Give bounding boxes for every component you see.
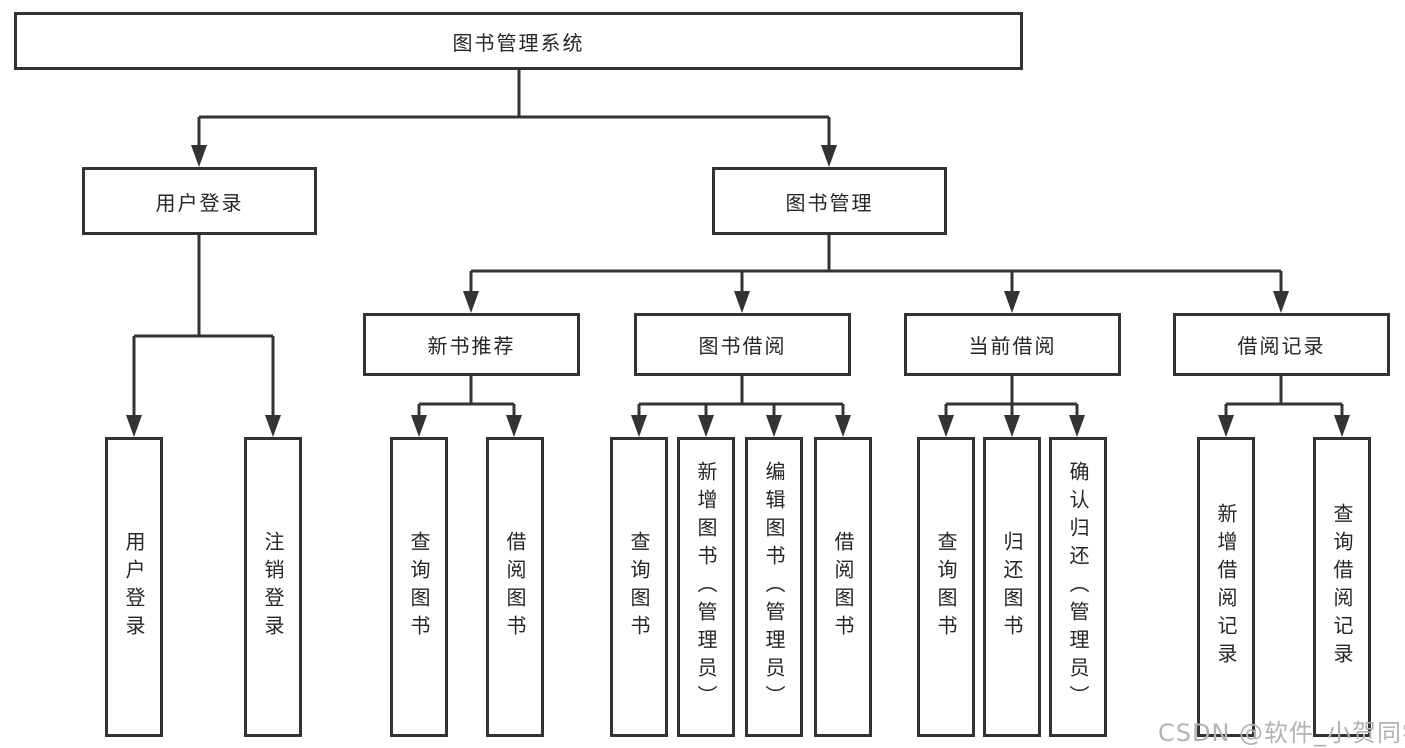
node-label: 借阅图书 [503, 531, 527, 643]
node-add-book-admin: 新增图书（管理员） [677, 437, 735, 737]
node-library-system: 图书管理系统 [14, 12, 1023, 70]
connector-segments [132, 70, 1344, 417]
node-book-borrow: 图书借阅 [634, 313, 851, 376]
node-label: 归还图书 [1000, 531, 1024, 643]
arrowheads [126, 145, 1350, 437]
node-edit-book-admin: 编辑图书（管理员） [745, 437, 803, 737]
node-borrow-books-leaf: 借阅图书 [814, 437, 872, 737]
node-label: 新增图书（管理员） [694, 461, 718, 713]
node-user-login-leaf: 用户登录 [105, 437, 163, 737]
node-borrow-books-recommend: 借阅图书 [486, 437, 544, 737]
node-label: 借阅记录 [1237, 334, 1326, 358]
node-label: 新增借阅记录 [1214, 503, 1238, 671]
node-label: 图书管理系统 [452, 30, 585, 55]
node-label: 用户登录 [155, 190, 244, 215]
node-query-borrow-record: 查询借阅记录 [1313, 437, 1371, 737]
node-label: 图书管理 [785, 190, 874, 215]
node-label: 查询图书 [407, 531, 431, 643]
node-logout-leaf: 注销登录 [244, 437, 302, 737]
node-user-login: 用户登录 [82, 167, 317, 235]
node-query-books-current: 查询图书 [917, 437, 975, 737]
node-label: 借阅图书 [831, 531, 855, 643]
node-add-borrow-record: 新增借阅记录 [1197, 437, 1255, 737]
node-return-book: 归还图书 [983, 437, 1041, 737]
node-label: 注销登录 [261, 531, 285, 643]
node-label: 用户登录 [122, 531, 146, 643]
node-label: 查询图书 [934, 531, 958, 643]
node-current-borrow: 当前借阅 [904, 313, 1121, 376]
node-label: 图书借阅 [698, 334, 787, 358]
node-confirm-return-admin: 确认归还（管理员） [1049, 437, 1107, 737]
node-label: 确认归还（管理员） [1066, 461, 1090, 713]
node-borrow-records: 借阅记录 [1173, 313, 1390, 376]
csdn-watermark: CSDN @软件_小贺同学 [1158, 719, 1405, 747]
node-query-books-borrow: 查询图书 [610, 437, 668, 737]
node-query-books-recommend: 查询图书 [390, 437, 448, 737]
node-label: 新书推荐 [427, 334, 516, 358]
node-label: 编辑图书（管理员） [762, 461, 786, 713]
node-label: 当前借阅 [968, 334, 1057, 358]
node-book-management: 图书管理 [712, 167, 947, 235]
node-label: 查询借阅记录 [1330, 503, 1354, 671]
node-new-book-recommend: 新书推荐 [363, 313, 580, 376]
node-label: 查询图书 [627, 531, 651, 643]
